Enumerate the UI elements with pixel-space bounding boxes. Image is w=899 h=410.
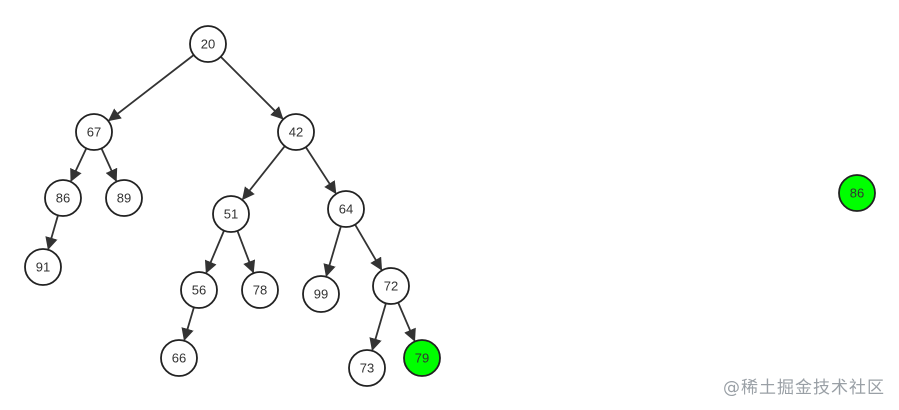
- node-circle: [372, 267, 410, 305]
- edge-n67-n86: [70, 147, 88, 182]
- node-label: 99: [314, 287, 328, 302]
- node-label: 42: [289, 125, 303, 140]
- node-circle: [241, 271, 279, 309]
- edge-n86-n91: [45, 215, 59, 250]
- edge-n51-n56: [204, 230, 225, 274]
- node-label: 72: [384, 279, 398, 294]
- edge-n64-n99: [323, 226, 342, 277]
- edge-n42-n51: [242, 145, 286, 201]
- node-label: 79: [415, 351, 429, 366]
- node-circle: [327, 190, 365, 228]
- node-circle: [24, 248, 62, 286]
- tree-node-n86b: 86: [838, 174, 876, 212]
- node-label: 73: [360, 361, 374, 376]
- edge-n64-n72: [354, 224, 383, 271]
- node-circle: [838, 174, 876, 212]
- node-label: 89: [117, 191, 131, 206]
- node-circle: [180, 271, 218, 309]
- node-circle: [44, 179, 82, 217]
- tree-node-n66: 66: [160, 339, 198, 377]
- node-circle: [212, 195, 250, 233]
- node-circle: [189, 25, 227, 63]
- tree-node-n86: 86: [44, 179, 82, 217]
- node-label: 56: [192, 283, 206, 298]
- node-circle: [302, 275, 340, 313]
- node-label: 86: [56, 191, 70, 206]
- node-label: 67: [87, 125, 101, 140]
- tree-node-n64: 64: [327, 190, 365, 228]
- edge-n51-n78: [236, 230, 256, 274]
- node-circle: [105, 179, 143, 217]
- tree-node-n99: 99: [302, 275, 340, 313]
- edge-n20-n42: [220, 56, 284, 120]
- node-circle: [277, 113, 315, 151]
- node-label: 91: [36, 260, 50, 275]
- watermark: @稀土掘金技术社区: [723, 378, 885, 398]
- node-circle: [403, 339, 441, 377]
- node-circle: [75, 113, 113, 151]
- edges-layer: [45, 54, 416, 351]
- tree-node-n72: 72: [372, 267, 410, 305]
- edge-n56-n66: [181, 307, 195, 341]
- node-label: 51: [224, 207, 238, 222]
- node-label: 20: [201, 37, 215, 52]
- tree-node-n67: 67: [75, 113, 113, 151]
- tree-node-n56: 56: [180, 271, 218, 309]
- edge-n20-n67: [108, 54, 195, 122]
- tree-node-n42: 42: [277, 113, 315, 151]
- tree-node-n20: 20: [189, 25, 227, 63]
- tree-node-n79: 79: [403, 339, 441, 377]
- edge-n42-n64: [305, 146, 337, 195]
- tree-node-n73: 73: [348, 349, 386, 387]
- node-label: 86: [850, 186, 864, 201]
- node-label: 66: [172, 351, 186, 366]
- node-label: 64: [339, 202, 353, 217]
- node-label: 78: [253, 283, 267, 298]
- edge-n72-n73: [369, 303, 387, 351]
- edge-n67-n89: [100, 148, 118, 182]
- node-circle: [160, 339, 198, 377]
- edge-n72-n79: [397, 302, 416, 342]
- tree-node-n89: 89: [105, 179, 143, 217]
- tree-node-n51: 51: [212, 195, 250, 233]
- nodes-layer: 20 67 42 86 89 51 64 91 56 78 99 72 66 73 79 86: [24, 25, 876, 387]
- node-circle: [348, 349, 386, 387]
- tree-node-n91: 91: [24, 248, 62, 286]
- tree-node-n78: 78: [241, 271, 279, 309]
